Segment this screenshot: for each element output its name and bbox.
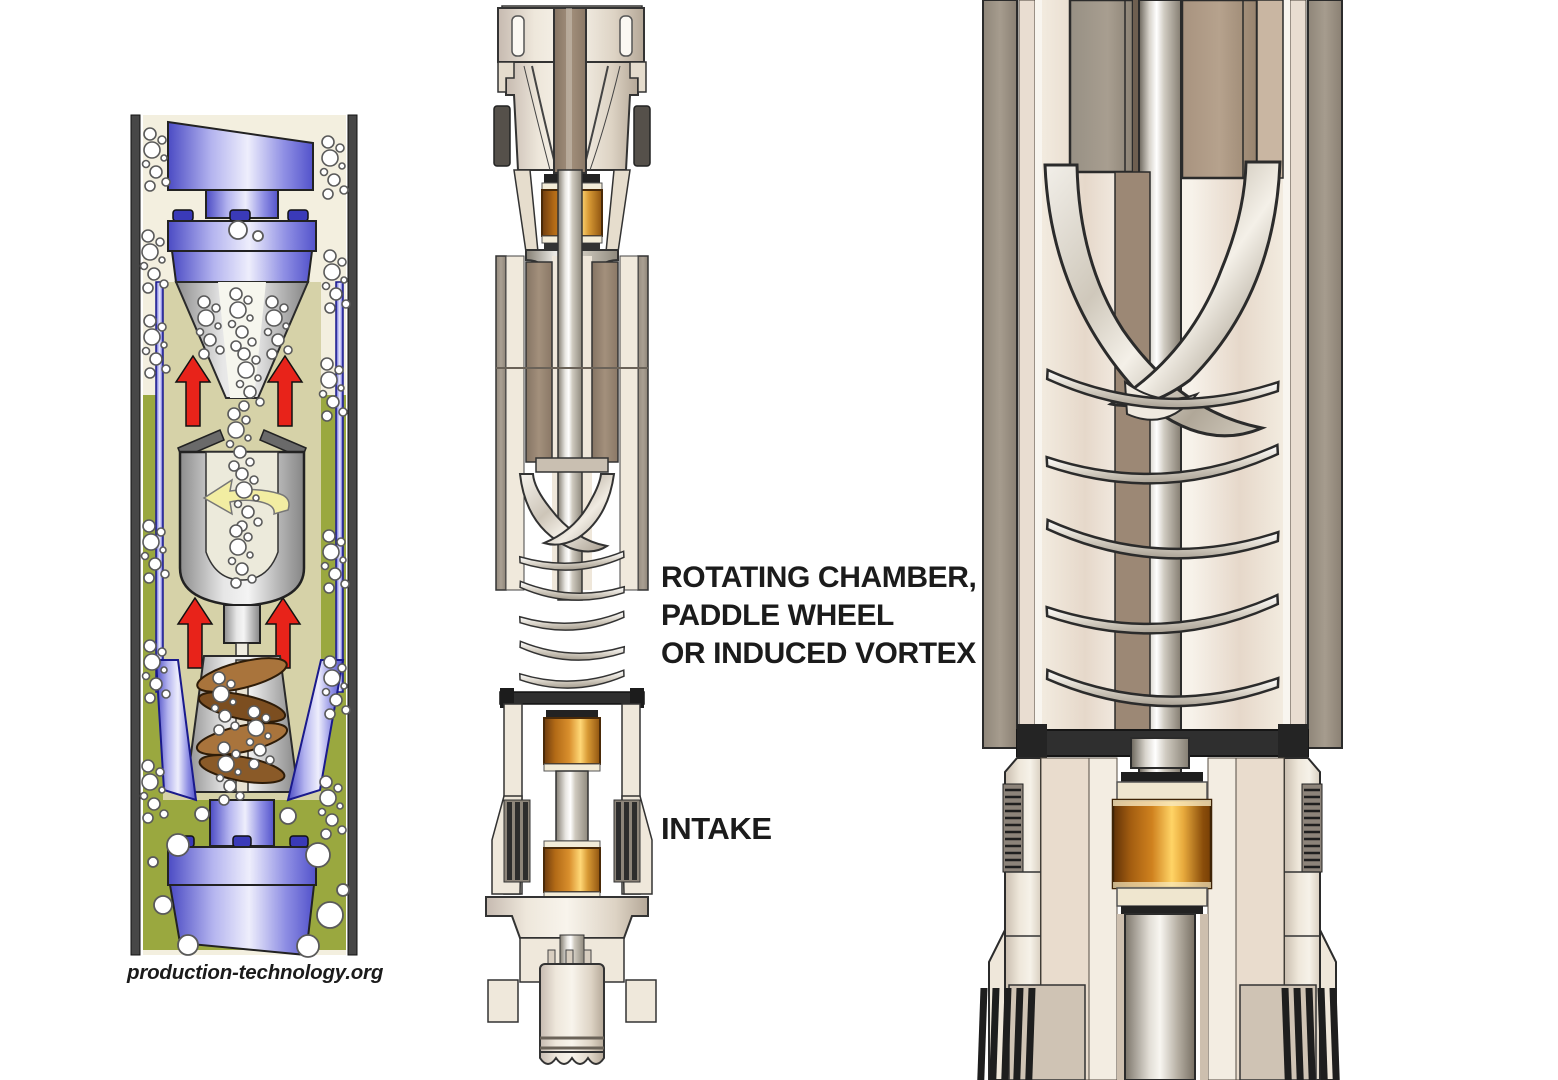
tool-head (493, 5, 651, 174)
bottom-connector (485, 896, 657, 1065)
shaft-column (1114, 171, 1151, 731)
lower-housing (977, 757, 1340, 1080)
rotating-chamber-walls (1068, 0, 1284, 180)
bottom-assembly (167, 799, 317, 957)
copper-bushing-mid (543, 717, 601, 765)
helix-auger (518, 550, 626, 689)
copper-bushing-large (1111, 798, 1213, 890)
copper-bushing-lower (543, 847, 601, 893)
intake-section (491, 703, 653, 899)
intake-label: INTAKE (661, 811, 772, 846)
helix-auger-large (1045, 368, 1280, 708)
schematic-figure (130, 114, 358, 958)
seal-pad-left (493, 105, 511, 167)
separator-plate (499, 688, 645, 708)
detail-figure (977, 0, 1343, 1080)
bearing-assembly-large (1111, 737, 1213, 1080)
well-casing-wall (130, 114, 358, 956)
thread-right (1301, 783, 1323, 873)
intake-slots-large (977, 984, 1340, 1080)
rotating-chamber-label: ROTATING CHAMBER, PADDLE WHEEL OR INDUCE… (661, 561, 977, 670)
intake-slots (503, 799, 641, 883)
tubing-head (167, 120, 317, 283)
gas-bubbles (139, 127, 351, 958)
shaft-coupler (539, 963, 605, 1057)
vortex-paddles (518, 473, 616, 553)
watermark: production-technology.org (127, 961, 384, 984)
seal-pad-right (633, 105, 651, 167)
vortex-paddles-large (1043, 160, 1282, 438)
cutaway-figure (485, 5, 657, 1065)
thread-left (1002, 783, 1024, 873)
bolt-tabs (172, 209, 309, 222)
